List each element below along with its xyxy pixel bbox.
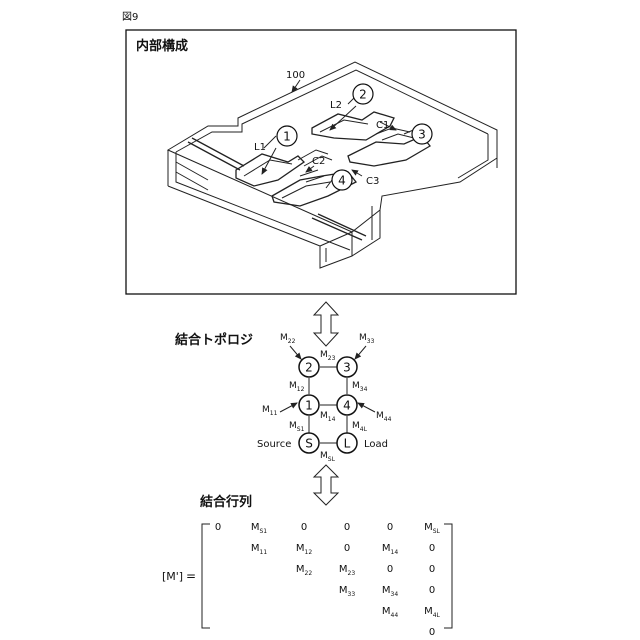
topo-node-source: S [299,433,319,453]
svg-text:3: 3 [343,361,351,375]
structure-resonator-1: 1 [277,126,297,146]
topology-title: 結合トポロジ [175,332,253,348]
matrix-title: 結合行列 [200,494,252,510]
matrix-cell: 0 [344,522,350,533]
structure-panel: 内部構成 [126,30,516,294]
matrix-cell: 0 [429,585,435,596]
matrix-cell: M11 [251,543,267,556]
structure-resonator-3: 3 [412,124,432,144]
topo-node-3: 3 [337,357,357,377]
housing-box [168,62,497,268]
svg-text:1: 1 [283,130,291,144]
matrix-equals: = [186,569,196,583]
svg-text:2: 2 [305,361,313,375]
topology-panel: 結合トポロジ 2 3 1 4 S [175,332,392,463]
matrix-cell: M34 [382,585,398,598]
coef-M23: M23 [320,350,336,362]
matrix-cell: 0 [387,522,393,533]
matrix-panel: 結合行列 [M'] = 0MS1000MSLM11M120M140M22M230… [162,494,452,638]
load-label: Load [364,439,388,450]
topo-node-2: 2 [299,357,319,377]
label-L2: L2 [330,100,342,111]
coef-M22: M22 [280,333,296,345]
double-arrow-top [314,302,338,346]
svg-text:2: 2 [359,88,367,102]
matrix-left-bracket [202,524,210,628]
matrix-cell: M12 [296,543,312,556]
topo-node-4: 4 [337,395,357,415]
svg-text:L: L [344,437,351,451]
matrix-cell: 0 [429,543,435,554]
source-label: Source [257,439,291,450]
coef-M34: M34 [352,381,368,393]
matrix-right-bracket [444,524,452,628]
matrix-cell: M33 [339,585,355,598]
label-C3: C3 [366,176,379,187]
structure-title: 内部構成 [136,38,188,54]
svg-text:4: 4 [338,174,346,188]
topo-node-1: 1 [299,395,319,415]
label-100: 100 [286,70,305,81]
svg-text:4: 4 [343,399,351,413]
matrix-cell: M14 [382,543,398,556]
matrix-cell: 0 [344,543,350,554]
svg-text:3: 3 [418,128,426,142]
coef-MS1: MS1 [289,421,305,433]
coef-M44: M44 [376,411,392,423]
matrix-cell: M4L [424,606,440,619]
matrix-cell: 0 [387,564,393,575]
structure-resonator-2: 2 [353,84,373,104]
coef-MSL: MSL [320,451,336,463]
matrix-cell: MS1 [251,522,267,535]
topo-node-load: L [337,433,357,453]
matrix-cell: M22 [296,564,312,577]
label-C1: C1 [376,120,389,131]
double-arrow-bottom [314,465,338,505]
matrix-cell: MSL [424,522,440,535]
svg-text:1: 1 [305,399,313,413]
matrix-cells: 0MS1000MSLM11M120M140M22M2300M33M340M44M… [215,522,441,638]
matrix-cell: 0 [429,627,435,638]
matrix-cell: M23 [339,564,355,577]
matrix-cell: M44 [382,606,398,619]
coef-M11: M11 [262,405,278,417]
coef-M12: M12 [289,381,305,393]
structure-resonator-4: 4 [332,170,352,190]
figure-label: 図9 [122,11,138,23]
matrix-cell: 0 [215,522,221,533]
matrix-cell: 0 [429,564,435,575]
matrix-cell: 0 [301,522,307,533]
coef-M33: M33 [359,333,375,345]
label-L1: L1 [254,142,266,153]
label-C2: C2 [312,156,325,167]
svg-text:S: S [305,437,313,451]
matrix-label: [M'] [162,570,183,583]
coef-M14: M14 [320,411,336,423]
coef-M4L: M4L [352,421,368,433]
